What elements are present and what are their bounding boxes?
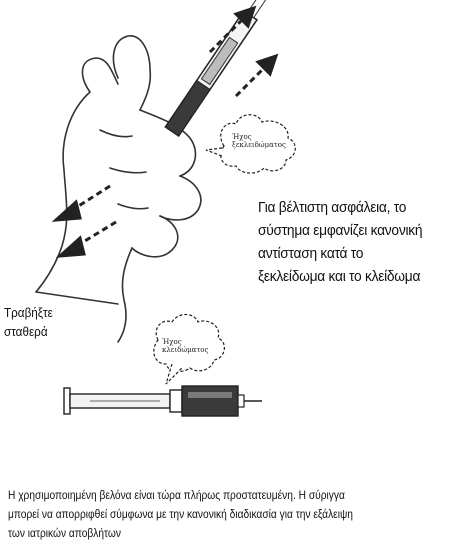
bubble-bottom-line: κλειδώματος [162,346,208,354]
pull-label-line: Τραβήξτε [4,303,53,322]
safety-note-line: Για βέλτιστη ασφάλεια, το [258,196,451,219]
safety-note-line: ξεκλείδωμα και το κλείδωμα [258,265,451,288]
bubble-top-line: Ήχος [232,133,286,141]
hand-drawing [36,36,201,342]
pull-label-line: σταθερά [4,322,53,341]
safety-note-line: αντίσταση κατά το [258,242,451,265]
safety-note-line: σύστημα εμφανίζει κανονική [258,219,451,242]
pull-firmly-label: Τραβήξτε σταθερά [4,303,53,341]
disposal-note-line: Η χρησιμοποιημένη βελόνα είναι τώρα πλήρ… [8,486,408,505]
bubble-bottom-line: Ήχος [162,338,208,346]
disposal-note-line: των ιατρικών αποβλήτων [8,524,408,543]
safety-note: Για βέλτιστη ασφάλεια, το σύστημα εμφανί… [258,196,451,288]
bubble-top-line: ξεκλειδώματος [232,141,286,149]
lock-sound-label: Ήχος κλειδώματος [162,338,208,354]
pull-down-arrows [56,186,116,256]
unlock-sound-label: Ήχος ξεκλειδώματος [232,133,286,149]
locked-syringe [64,386,262,416]
disposal-note: Η χρησιμοποιημένη βελόνα είναι τώρα πλήρ… [8,486,408,543]
disposal-note-line: μπορεί να απορριφθεί σύμφωνα με την κανο… [8,505,408,524]
